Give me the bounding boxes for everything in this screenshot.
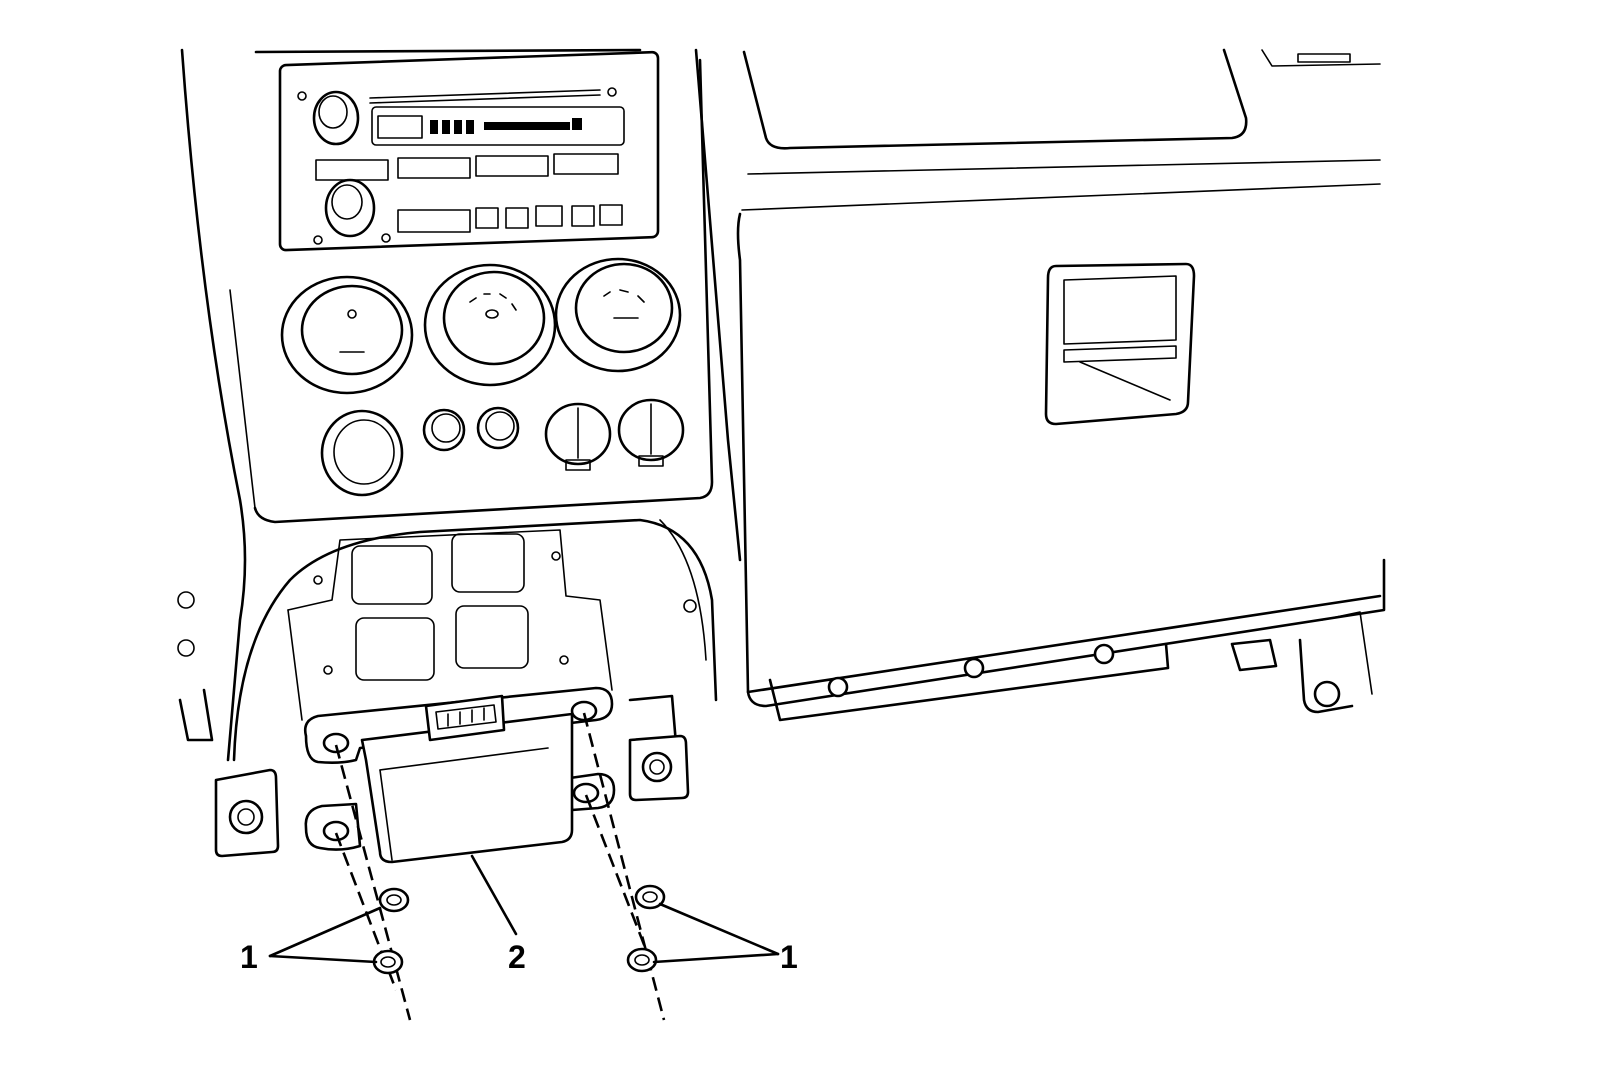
fastener-nuts-left <box>372 887 410 975</box>
callout-label-fasteners-right: 1 <box>780 939 798 975</box>
glove-box-door <box>736 212 1386 722</box>
fastener-nuts-right <box>626 884 666 973</box>
instrument-panel-right <box>741 48 1381 211</box>
preset-buttons-bottom-row <box>397 204 623 233</box>
heated-seat-switch-right <box>617 398 685 467</box>
nut <box>372 949 404 975</box>
radio-display-segments <box>430 118 582 134</box>
volume-knob <box>312 90 360 146</box>
fan-speed-knob <box>280 275 414 395</box>
mode-selector-knob <box>423 263 557 387</box>
preset-buttons-top-row <box>315 153 619 181</box>
nut <box>634 884 666 910</box>
lower-switch-panel <box>320 398 685 497</box>
glove-box-latch <box>1044 262 1196 426</box>
callout-label-fasteners-left: 1 <box>240 939 258 975</box>
radio-unit <box>278 50 660 252</box>
callout-leaders <box>268 854 780 964</box>
fastener-centerlines <box>334 712 666 1021</box>
center-stack-bezel <box>180 48 742 762</box>
callout-label-module: 2 <box>508 939 526 975</box>
hvac-control-knobs <box>280 257 682 395</box>
mounting-panel <box>287 529 613 721</box>
knee-bolster-opening <box>232 518 718 762</box>
tune-knob <box>324 178 376 238</box>
right-mounting-bracket <box>1230 611 1373 714</box>
heated-seat-switch-left <box>544 402 612 471</box>
left-support-brace <box>177 591 280 858</box>
nut <box>378 887 410 913</box>
inflatable-restraint-sensing-module <box>303 686 616 864</box>
center-support-bracket <box>628 599 697 802</box>
temperature-knob <box>554 257 682 373</box>
nut <box>626 947 658 973</box>
module-housing <box>360 712 574 864</box>
module-electrical-connector <box>424 694 506 742</box>
